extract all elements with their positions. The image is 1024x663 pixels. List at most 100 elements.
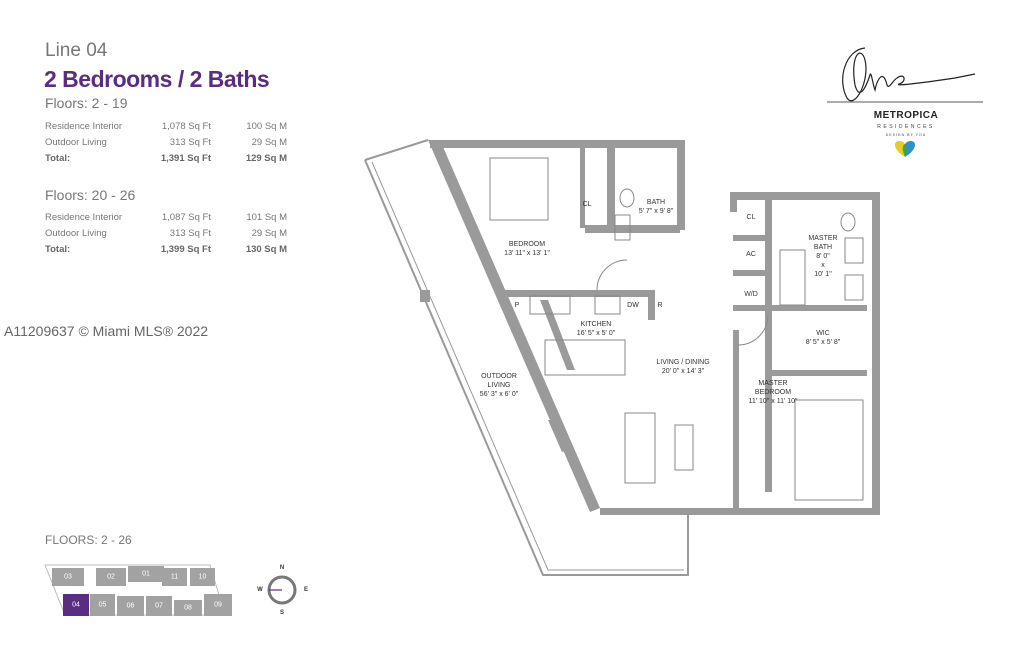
unit-number: 05 bbox=[98, 601, 107, 609]
key-plan-unit-02: 02 bbox=[96, 568, 126, 586]
sqft-value: 1,078 Sq Ft bbox=[161, 120, 211, 132]
sofa bbox=[624, 412, 656, 484]
room-name: MASTER BATH bbox=[808, 235, 838, 251]
sink bbox=[594, 295, 621, 315]
sqft-value: 1,391 Sq Ft bbox=[160, 152, 211, 164]
room-kitchen: KITCHEN 16' 5" x 5' 0" bbox=[577, 320, 615, 338]
sqm-value: 29 Sq M bbox=[251, 227, 287, 239]
compass-icon bbox=[267, 575, 297, 605]
logo-sub: RESIDENCES bbox=[877, 124, 935, 130]
label-pantry: P bbox=[514, 302, 520, 309]
table-row: Outdoor Living 313 Sq Ft 29 Sq M bbox=[45, 134, 287, 150]
sqm-value: 129 Sq M bbox=[245, 152, 287, 164]
area-table-1: Residence Interior 1,078 Sq Ft 100 Sq M Ou… bbox=[45, 118, 287, 166]
table-row: Residence Interior 1,078 Sq Ft 100 Sq M bbox=[45, 118, 287, 134]
label-closet-2: CL bbox=[746, 214, 756, 221]
room-dim: 11' 10" x 11' 10" bbox=[748, 398, 798, 405]
dining-table bbox=[544, 339, 626, 376]
table-row-total: Total: 1,399 Sq Ft 130 Sq M bbox=[45, 241, 287, 257]
label-dishwasher: DW bbox=[627, 302, 639, 309]
room-name: BATH bbox=[646, 199, 666, 206]
key-plan-units: 03 02 01 11 10 04 05 06 07 08 09 bbox=[40, 560, 232, 620]
row-label: Outdoor Living bbox=[45, 136, 107, 148]
line-number: Line 04 bbox=[45, 40, 108, 61]
sqft-value: 313 Sq Ft bbox=[169, 136, 211, 148]
one-script-logo bbox=[827, 47, 983, 103]
label-refrigerator: R bbox=[657, 302, 663, 309]
compass-w: W bbox=[257, 587, 263, 593]
logo-tagline: DESIGN BY YOU bbox=[885, 133, 927, 137]
stove bbox=[529, 295, 571, 315]
room-dim: 10' 1" bbox=[814, 271, 832, 278]
room-name: OUTDOOR bbox=[481, 373, 517, 380]
key-plan-unit-05: 05 bbox=[90, 594, 115, 616]
room-name: BEDROOM bbox=[508, 241, 546, 248]
key-plan-unit-06: 06 bbox=[117, 596, 144, 616]
key-plan-unit-03: 03 bbox=[52, 568, 84, 586]
walls bbox=[420, 140, 880, 515]
unit-number: 02 bbox=[107, 573, 115, 581]
bed bbox=[489, 157, 549, 221]
sqft-value: 313 Sq Ft bbox=[169, 227, 211, 239]
room-dim: 5' 7" x 9' 8" bbox=[638, 208, 674, 215]
row-label: Residence Interior bbox=[45, 120, 123, 132]
row-label: Residence Interior bbox=[45, 211, 123, 223]
unit-number: 04 bbox=[72, 601, 80, 609]
room-dim: 13' 11" x 13' 1" bbox=[504, 250, 550, 257]
vanity bbox=[614, 214, 631, 241]
sqm-value: 100 Sq M bbox=[246, 120, 287, 132]
room-bath: BATH 5' 7" x 9' 8" bbox=[639, 198, 674, 216]
bathtub bbox=[779, 249, 806, 306]
row-label: Total: bbox=[45, 152, 71, 164]
sqft-value: 1,087 Sq Ft bbox=[161, 211, 211, 223]
room-name: MASTER bbox=[758, 380, 788, 387]
row-label: Total: bbox=[45, 243, 71, 255]
sqm-value: 29 Sq M bbox=[251, 136, 287, 148]
key-plan-label: FLOORS: 2 - 26 bbox=[45, 533, 132, 547]
compass-n: N bbox=[279, 565, 285, 571]
compass-s: S bbox=[279, 610, 285, 616]
room-bedroom: BEDROOM 13' 11" x 13' 1" bbox=[504, 240, 550, 258]
label-closet: CL bbox=[582, 201, 592, 208]
room-name: LIVING / DINING bbox=[656, 359, 710, 366]
unit-number: 08 bbox=[184, 604, 192, 612]
mls-watermark: A11209637 © Miami MLS® 2022 bbox=[4, 323, 209, 339]
unit-number: 06 bbox=[126, 602, 135, 610]
sqft-value: 1,399 Sq Ft bbox=[160, 243, 211, 255]
table-row-total: Total: 1,391 Sq Ft 129 Sq M bbox=[45, 150, 287, 166]
room-name: KITCHEN bbox=[580, 321, 612, 328]
room-name: LIVING bbox=[487, 382, 511, 389]
unit-number: 03 bbox=[64, 573, 72, 581]
master-bed bbox=[794, 399, 864, 501]
unit-number: 11 bbox=[170, 573, 179, 581]
key-plan-unit-07: 07 bbox=[146, 596, 172, 616]
floors-range-1: Floors: 2 - 19 bbox=[45, 95, 128, 111]
logo-brand: METROPICA bbox=[873, 110, 939, 121]
unit-number: 07 bbox=[155, 602, 163, 610]
room-dim: 16' 5" x 5' 0" bbox=[576, 330, 616, 337]
key-plan-unit-01: 01 bbox=[128, 566, 164, 582]
sqm-value: 101 Sq M bbox=[246, 211, 287, 223]
coffee-table bbox=[674, 424, 694, 471]
room-name: BEDROOM bbox=[754, 389, 792, 396]
room-dim: 20' 0" x 14' 3" bbox=[661, 368, 705, 375]
room-dim: 8' 5" x 5' 8" bbox=[805, 339, 841, 346]
key-plan-unit-10: 10 bbox=[190, 568, 215, 586]
label-washer-dryer: W/D bbox=[744, 291, 758, 298]
area-table-2: Residence Interior 1,087 Sq Ft 101 Sq M Ou… bbox=[45, 209, 287, 257]
key-plan-unit-09: 09 bbox=[204, 594, 232, 616]
row-label: Outdoor Living bbox=[45, 227, 107, 239]
sqm-value: 130 Sq M bbox=[245, 243, 287, 255]
floors-range-2: Floors: 20 - 26 bbox=[45, 187, 136, 203]
room-living-dining: LIVING / DINING 20' 0" x 14' 3" bbox=[656, 358, 709, 376]
unit-number: 10 bbox=[198, 573, 207, 581]
logo-heart-icon bbox=[895, 140, 915, 157]
unit-title: 2 Bedrooms / 2 Baths bbox=[44, 66, 270, 92]
compass-e: E bbox=[303, 587, 309, 593]
unit-number: 01 bbox=[142, 570, 150, 578]
key-plan-unit-04: 04 bbox=[63, 594, 89, 616]
